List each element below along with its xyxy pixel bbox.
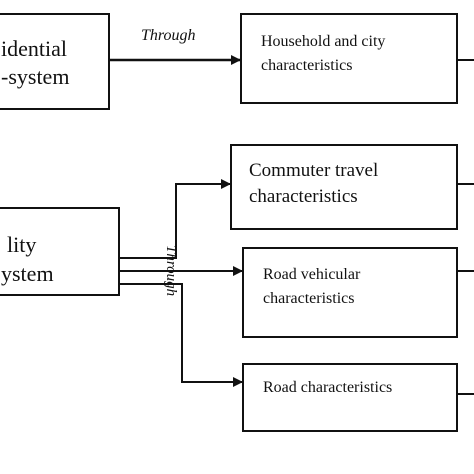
road-vehicular-characteristics-line-1: Road vehicular: [263, 266, 361, 283]
commuter-travel-characteristics-box: Commuter travel characteristics: [230, 144, 458, 230]
residential-subsystem-line-1: idential: [1, 36, 67, 61]
household-city-characteristics-line-2: characteristics: [261, 57, 353, 74]
commuter-travel-characteristics-line-2: characteristics: [249, 186, 358, 207]
through-label-top: Through: [141, 27, 196, 44]
mobility-subsystem-line-2: ystem: [1, 261, 54, 286]
road-characteristics-line-1: Road characteristics: [263, 379, 392, 396]
road-characteristics-box: Road characteristics: [242, 363, 458, 432]
right-edge-connectors: [457, 59, 474, 395]
residential-subsystem-line-2: -system: [1, 64, 69, 89]
mobility-connectors: [119, 179, 243, 387]
road-vehicular-characteristics-line-2: characteristics: [263, 290, 355, 307]
connector-mobility-to-road: [119, 283, 243, 387]
commuter-travel-characteristics-line-1: Commuter travel: [249, 160, 378, 181]
mobility-subsystem-line-1: lity: [7, 232, 36, 257]
residential-subsystem-box: idential -system: [0, 13, 110, 110]
household-city-characteristics-box: Household and city characteristics: [240, 13, 458, 104]
connector-mobility-to-commuter: [119, 179, 231, 259]
mobility-subsystem-box: lity ystem: [0, 207, 120, 296]
road-vehicular-characteristics-box: Road vehicular characteristics: [242, 247, 458, 338]
through-label-side: Through: [163, 245, 179, 296]
household-city-characteristics-line-1: Household and city: [261, 33, 385, 50]
